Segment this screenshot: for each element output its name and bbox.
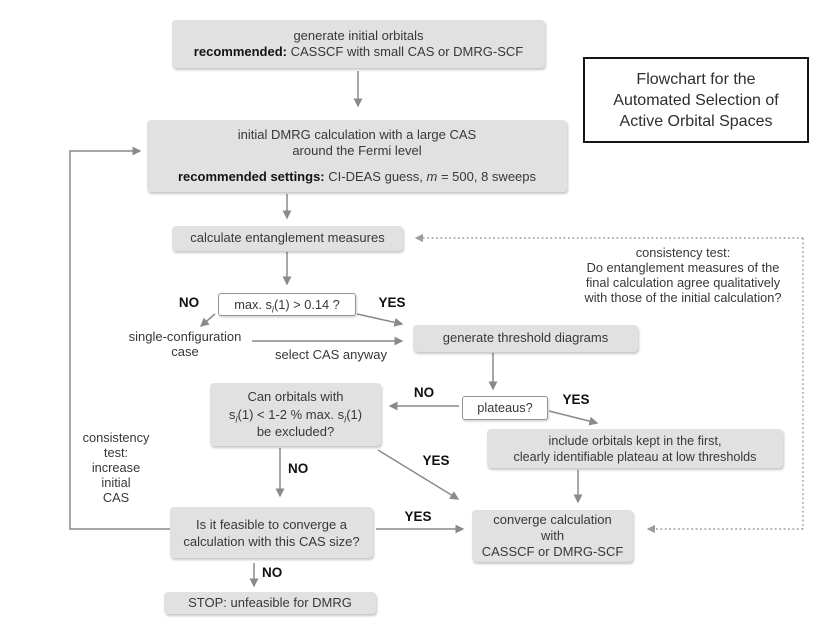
node-text: generate threshold diagrams	[442, 330, 609, 346]
figure-title-box: Flowchart for the Automated Selection of…	[583, 57, 809, 143]
recommended-settings-text: = 500, 8 sweeps	[437, 168, 537, 184]
m-parameter: m	[426, 168, 438, 184]
node-text: converge calculation	[493, 512, 612, 527]
label-select-cas-anyway: select CAS anyway	[275, 347, 387, 362]
node-generate-threshold-diagrams: generate threshold diagrams	[413, 325, 638, 352]
node-text: around the Fermi level	[292, 143, 422, 159]
decision-text: plateaus?	[477, 400, 533, 415]
node-text: Is it feasible to converge a	[195, 516, 348, 532]
decision-plateaus: plateaus?	[462, 396, 548, 420]
node-stop-unfeasible: STOP: unfeasible for DMRG	[164, 592, 376, 614]
node-text: si(1) < 1-2 % max. si(1)	[228, 406, 363, 426]
figure-title-line: Flowchart for the	[636, 70, 756, 88]
node-single-configuration-case: single-configuration case	[120, 329, 250, 359]
node-text: be excluded?	[256, 424, 335, 440]
node-calculate-entanglement-measures: calculate entanglement measures	[172, 226, 403, 251]
label-no-exclude: NO	[288, 461, 309, 476]
label-yes-exclude: YES	[422, 453, 450, 468]
node-text: clearly identifiable plateau at low thre…	[513, 449, 757, 464]
decision-max-entropy-threshold: max. si(1) > 0.14 ?	[218, 293, 356, 316]
figure-title-line: Active Orbital Spaces	[619, 112, 773, 130]
node-text: calculation with this CAS size?	[183, 533, 360, 549]
recommended-text: CASSCF with small CAS or DMRG-SCF	[287, 44, 524, 59]
recommended-settings-text: CI-DEAS guess,	[324, 168, 427, 184]
node-text: Can orbitals with	[247, 389, 344, 405]
label-no-decision-max: NO	[178, 295, 200, 310]
arrow-feedback-loop	[69, 146, 170, 530]
annotation-consistency-test-right: consistency test: Do entanglement measur…	[584, 245, 782, 305]
node-text: with	[540, 528, 565, 543]
label-yes-decision-max: YES	[378, 295, 406, 310]
label-no-plateaus: NO	[413, 385, 435, 400]
arrow-decision-no	[199, 313, 216, 327]
node-text: initial DMRG calculation with a large CA…	[237, 127, 477, 143]
node-text: STOP: unfeasible for DMRG	[188, 594, 352, 610]
recommended-settings-label: recommended settings:	[177, 168, 325, 184]
node-can-orbitals-be-excluded: Can orbitals with si(1) < 1-2 % max. si(…	[210, 383, 381, 446]
node-text: recommended settings: CI-DEAS guess, m =…	[147, 169, 567, 185]
label-yes-feasible: YES	[404, 509, 432, 524]
node-text: calculate entanglement measures	[190, 230, 385, 246]
decision-text: max. si(1) > 0.14 ?	[234, 296, 340, 316]
arrow-plateaus-yes	[548, 410, 599, 426]
node-text: case	[171, 343, 199, 359]
node-text: generate initial orbitals	[293, 27, 424, 43]
node-is-it-feasible-to-converge: Is it feasible to converge a calculation…	[170, 507, 373, 558]
annotation-consistency-test-left: consistency test: increase initial CAS	[82, 430, 150, 505]
node-generate-initial-orbitals: generate initial orbitals recommended: C…	[172, 20, 545, 68]
node-converge-calculation: converge calculation with CASSCF or DMRG…	[472, 510, 633, 562]
node-text: include orbitals kept in the first,	[548, 433, 722, 448]
node-include-orbitals-first-plateau: include orbitals kept in the first, clea…	[487, 429, 783, 468]
arrow-exclude-yes	[377, 449, 460, 500]
node-text: single-configuration	[128, 329, 242, 344]
label-no-feasible: NO	[262, 565, 283, 580]
label-yes-plateaus: YES	[562, 392, 590, 407]
node-text: CASSCF or DMRG-SCF	[481, 544, 624, 559]
node-initial-dmrg-calculation: initial DMRG calculation with a large CA…	[147, 120, 567, 192]
arrow-decision-yes	[356, 313, 404, 327]
recommended-label: recommended:	[193, 44, 287, 59]
node-text: recommended: CASSCF with small CAS or DM…	[172, 44, 545, 60]
figure-title-line: Automated Selection of	[613, 91, 779, 109]
